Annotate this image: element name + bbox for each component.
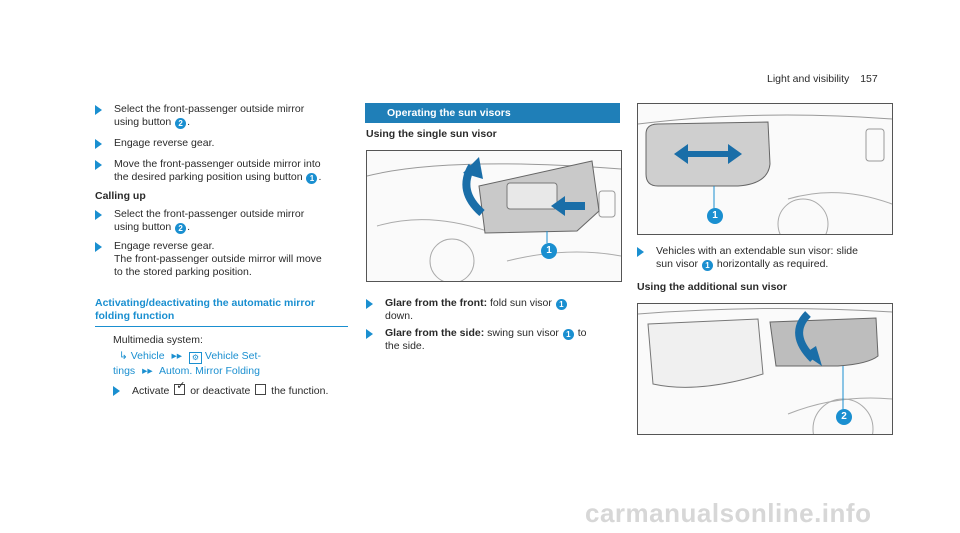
single-visor-heading: Using the single sun visor [366,128,497,140]
single-sun-visor-figure: 1 [366,150,622,282]
step-text: Select the front-passenger outside mirro… [114,103,305,115]
car-settings-icon: ⚙ [188,352,202,364]
step-text: Engage reverse gear. [114,240,215,252]
step-text: down. [385,310,414,322]
section-rule [95,326,348,327]
double-chevron-icon: ▸▸ [171,350,183,362]
step-text: Move the front-passenger outside mirror … [114,158,321,170]
step-text: or deactivate [190,385,251,397]
step-text: fold sun visor [490,297,552,309]
additional-visor-illustration [638,307,892,434]
section-title-line: folding function [95,310,175,322]
callout-1-icon: 1 [707,208,723,224]
section-bar-sun-visors: Operating the sun visors [365,103,620,123]
step-text: The front-passenger outside mirror will … [114,253,322,265]
callout-1-icon: 1 [555,299,567,310]
path-mirror-folding: Autom. Mirror Folding [159,365,260,377]
checkbox-checked-icon: ✓ [174,381,186,395]
step-arrow-icon [95,139,102,149]
step-text: the function. [271,385,329,397]
extendable-visor-illustration [638,114,892,234]
step-arrow-icon [95,105,102,115]
additional-sun-visor-figure: 2 [637,303,893,435]
step-bold: Glare from the side: [385,327,485,339]
path-vehicle-settings: Vehicle Set- [204,350,261,362]
calling-up-heading: Calling up [95,190,146,202]
step-arrow-icon [366,329,373,339]
path-tings: tings [113,365,136,377]
step-text: using button [114,221,172,233]
section-title-mirror-folding: Activating/deactivating the automatic mi… [95,297,315,323]
step-arrow-icon [95,160,102,170]
callout-2-icon: 2 [836,409,852,425]
path-vehicle: Vehicle [130,350,165,362]
step-text: Vehicles with an extendable sun visor: s… [656,245,858,257]
callout-2-icon: 2 [175,223,187,234]
callout-1-icon: 1 [541,243,557,259]
extendable-sun-visor-figure: 1 [637,103,893,235]
callout-1-icon: 1 [701,260,713,271]
step-text: the side. [385,340,425,352]
step-arrow-icon [637,247,644,257]
return-arrow-icon: ↳ [119,350,128,362]
step-text: using button [114,116,172,128]
step-text: horizontally as required. [716,258,829,270]
callout-1-icon: 1 [562,329,574,340]
step-text: Activate [132,385,170,397]
menu-path: ↳ Vehicle ▸▸ ⚙ Vehicle Set- tings ▸▸ Aut… [113,349,261,379]
section-name: Light and visibility [767,73,850,85]
multimedia-label: Multimedia system: [113,334,203,346]
step-text: swing sun visor [487,327,559,339]
callout-1-icon: 1 [306,173,318,184]
callout-2-icon: 2 [175,118,187,129]
step-text: sun visor [656,258,699,270]
step-text: to the stored parking position. [114,266,252,278]
double-chevron-icon: ▸▸ [142,365,153,377]
step-text: Select the front-passenger outside mirro… [114,208,305,220]
section-header: Light and visibility 157 [767,73,878,85]
step-arrow-icon [95,242,102,252]
step-arrow-icon [366,299,373,309]
additional-visor-heading: Using the additional sun visor [637,281,787,293]
watermark: carmanualsonline.info [585,498,872,528]
single-visor-illustration [367,157,621,281]
page-number: 157 [860,73,878,85]
step-bold: Glare from the front: [385,297,488,309]
step-text: the desired parking position using butto… [114,171,303,183]
step-arrow-icon [113,386,120,396]
step-text: Engage reverse gear. [114,137,215,149]
section-title-line: Activating/deactivating the automatic mi… [95,297,315,309]
step-text: to [577,327,587,339]
step-arrow-icon [95,210,102,220]
checkbox-empty-icon [255,384,267,395]
